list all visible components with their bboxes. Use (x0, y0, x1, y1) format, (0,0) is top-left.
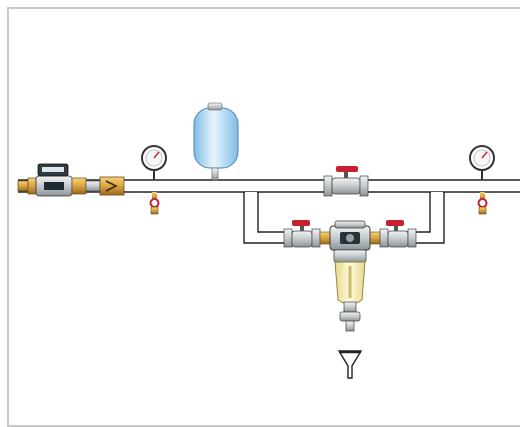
expansion-tank-icon (193, 102, 239, 181)
inlet-ball-valve-icon (283, 220, 331, 248)
drain-funnel-icon (337, 350, 363, 379)
drain-tap-inlet-icon (149, 192, 160, 215)
water-filter-icon (329, 220, 371, 332)
plumbing-diagram (17, 102, 520, 379)
water-meter-icon (35, 163, 101, 197)
pressure-gauge-outlet-icon (469, 145, 495, 180)
drain-tap-outlet-icon (477, 192, 488, 215)
outlet-ball-valve-icon (369, 220, 417, 248)
pressure-gauge-inlet-icon (141, 145, 167, 180)
bypass-ball-valve-icon (323, 166, 369, 197)
check-valve-icon (99, 176, 125, 196)
